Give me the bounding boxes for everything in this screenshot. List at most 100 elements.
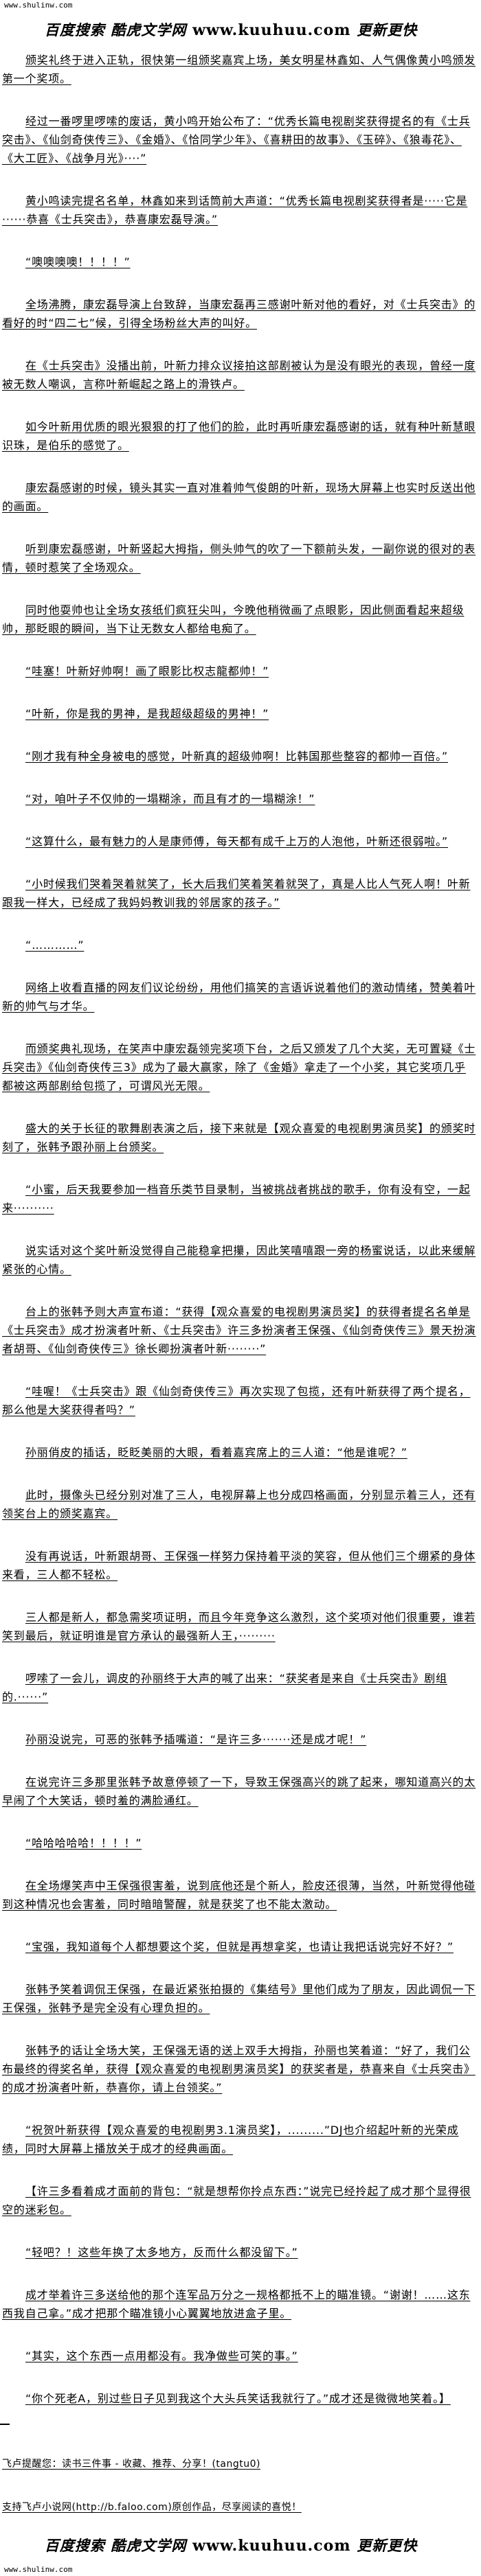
paragraph: 张韩予笑着调侃王保强，在最近紧张拍摄的《集结号》里他们成为了朋友，因此调侃一下王… <box>2 1980 476 2017</box>
paragraph-text: 经过一番啰里啰嗦的废话，黄小鸣开始公布了：“优秀长篇电视剧奖获得提名的有《士兵突… <box>2 115 471 165</box>
paragraph: 【许三多看着成才面前的背包：“就是想帮你拎点东西：”说完已经拎起了成才那个显得很… <box>2 2182 476 2219</box>
banner-slogan: 更新更快 <box>357 2537 418 2554</box>
paragraph-text: 黄小鸣读完提名名单，林鑫如来到话筒前大声道：“优秀长篇电视剧奖获得者是·····… <box>2 194 468 226</box>
paragraph: 在说完许三多那里张韩予故意停顿了一下，导致王保强高兴的跳了起来，哪知道高兴的太早… <box>2 1773 476 1810</box>
paragraph-text: 【许三多看着成才面前的背包：“就是想帮你拎点东西：”说完已经拎起了成才那个显得很… <box>2 2185 471 2216</box>
paragraph: 康宏磊感谢的时候，镜头其实一直对准着帅气俊朗的叶新，现场大屏幕上也实时反送出他的… <box>2 479 476 516</box>
paragraph: “哇塞！叶新好帅啊！画了眼影比权志龍都帅！” <box>2 662 476 680</box>
paragraph: 此时，摄像头已经分别对准了三人，电视屏幕上也分成四格画面，分别显示着三人，还有领… <box>2 1486 476 1523</box>
paragraph-text: “…………” <box>25 939 85 952</box>
paragraph-text: “叶新，你是我的男神，是我超级超级的男神！” <box>25 707 269 720</box>
paragraph: “这算什么，最有魅力的人是康师傅，每天都有成千上万的人泡他，叶新还很弱啦。” <box>2 832 476 851</box>
paragraph: 全场沸腾，康宏磊导演上台致辞，当康宏磊再三感谢叶新对他的看好，对《士兵突击》的看… <box>2 295 476 332</box>
banner-site-name: 酷虎文学网 <box>111 2537 187 2554</box>
paragraph: “宝强，我知道每个人都想要这个奖，但就是再想拿奖，也请让我把话说完好不好？” <box>2 1937 476 1956</box>
paragraph-text: “你个死老A，别过些日子见到我这个大头兵笑话我就行了。”成才还是微微地笑着。】 <box>25 2392 451 2405</box>
paragraph: “对，咱叶子不仅帅的一塌糊涂，而且有才的一塌糊涂！” <box>2 790 476 808</box>
paragraph: “轻吧？！这些年换了太多地方，反而什么都没留下。” <box>2 2243 476 2262</box>
paragraph-text: 在《士兵突击》没播出前，叶新力排众议接拍这部剧被认为是没有眼光的表现，曾经一度被… <box>2 359 476 391</box>
paragraph: “哈哈哈哈哈！！！！” <box>2 1834 476 1852</box>
paragraph: “叶新，你是我的男神，是我超级超级的男神！” <box>2 704 476 723</box>
banner-domain: www.kuuhuu.com <box>192 2537 351 2555</box>
paragraph-text: “轻吧？！这些年换了太多地方，反而什么都没留下。” <box>25 2246 298 2259</box>
paragraph-text: 张韩予的话让全场大笑，王保强无语的送上双手大拇指，孙丽也笑着道：“好了，我们公布… <box>2 2044 476 2094</box>
paragraph: 而颁奖典礼现场，在笑声中康宏磊领完奖项下台，之后又颁发了几个大奖，无可置疑《士兵… <box>2 1039 476 1095</box>
paragraph-text: 盛大的关于长征的歌舞剧表演之后，接下来就是【观众喜爱的电视剧男演员奖】的颁奖时刻… <box>2 1122 476 1153</box>
paragraph: 啰嗦了一会儿，调皮的孙丽终于大声的喊了出来：“获奖者是来自《士兵突击》剧组的.·… <box>2 1669 476 1706</box>
paragraph-text: 台上的张韩予则大声宣布道：“获得【观众喜爱的电视剧男演员奖】的获得者提名名单是《… <box>2 1305 476 1355</box>
paragraph: “祝贺叶新获得【观众喜爱的电视剧男3.1演员奖】，.........”DJ也介绍… <box>2 2121 476 2158</box>
chapter-content: 颁奖礼终于进入正轨，很快第一组颁奖嘉宾上场，美女明星林鑫如、人气偶像黄小鸣颁发第… <box>2 51 476 2432</box>
paragraph-text: 孙丽俏皮的插话，眨眨美丽的大眼，看着嘉宾席上的三人道：“他是谁呢？” <box>25 1446 407 1459</box>
footer-reminder: 飞卢提醒您：读书三件事 - 收藏、推荐、分享！(tangtu0) <box>2 2459 260 2470</box>
paragraph-text: “小蜜，后天我要参加一档音乐类节目录制，当被挑战者挑战的歌手，你有没有空，一起来… <box>2 1183 471 1215</box>
paragraph: “其实，这个东西一点用都没有。我净做些可笑的事。” <box>2 2347 476 2365</box>
paragraph-text: “哈哈哈哈哈！！！！” <box>25 1837 142 1850</box>
paragraph: 孙丽没说完，可恶的张韩予插嘴道：“是许三多·······还是成才呢！” <box>2 1730 476 1749</box>
banner-search-text: 百度搜索 <box>44 2537 105 2554</box>
paragraph-text: 没有再说话，叶新跟胡哥、王保强一样努力保持着平淡的笑容，但从他们三个绷紧的身体来… <box>2 1550 476 1581</box>
banner-search-text: 百度搜索 <box>44 21 105 38</box>
paragraph: “小蜜，后天我要参加一档音乐类节目录制，当被挑战者挑战的歌手，你有没有空，一起来… <box>2 1180 476 1217</box>
paragraph-text: “小时候我们哭着哭着就笑了，长大后我们笑着笑着就哭了，真是人比人气死人啊！叶新跟… <box>2 877 471 909</box>
paragraph: 经过一番啰里啰嗦的废话，黄小鸣开始公布了：“优秀长篇电视剧奖获得提名的有《士兵突… <box>2 112 476 168</box>
paragraph-text: “噢噢噢噢！！！！” <box>25 255 131 268</box>
paragraph: 同时他耍帅也让全场女孩纸们疯狂尖叫，今晚他稍微画了点眼影，因此侧面看起来超级帅，… <box>2 601 476 638</box>
paragraph-text: “刚才我有种全身被电的感觉，叶新真的超级帅啊！比韩国那些整容的都帅一百倍。” <box>25 750 448 763</box>
paragraph: 在全场爆笑声中王保强很害羞，说到底他还是个新人，脸皮还很薄，当然，叶新觉得他碰到… <box>2 1876 476 1913</box>
paragraph-text: 听到康宏磊感谢，叶新竖起大拇指，侧头帅气的吹了一下额前头发，一副你说的很对的表情… <box>2 542 476 574</box>
paragraph: “…………” <box>2 936 476 954</box>
paragraph-text: 而颁奖典礼现场，在笑声中康宏磊领完奖项下台，之后又颁发了几个大奖，无可置疑《士兵… <box>2 1042 476 1092</box>
paragraph: “哇喔！《士兵突击》跟《仙剑奇侠传三》再次实现了包揽，还有叶新获得了两个提名，那… <box>2 1382 476 1419</box>
paragraph: 黄小鸣读完提名名单，林鑫如来到话筒前大声道：“优秀长篇电视剧奖获得者是·····… <box>2 192 476 229</box>
paragraph: 台上的张韩予则大声宣布道：“获得【观众喜爱的电视剧男演员奖】的获得者提名名单是《… <box>2 1302 476 1358</box>
paragraph-text: 同时他耍帅也让全场女孩纸们疯狂尖叫，今晚他稍微画了点眼影，因此侧面看起来超级帅，… <box>2 603 465 635</box>
paragraph-text: “哇塞！叶新好帅啊！画了眼影比权志龍都帅！” <box>25 665 269 678</box>
banner-site-name: 酷虎文学网 <box>111 21 187 38</box>
paragraph-text: 说实话对这个奖叶新没觉得自己能稳拿把攥，因此笑嘻嘻跟一旁的杨蜜说话，以此来缓解紧… <box>2 1244 476 1276</box>
paragraph-text: 全场沸腾，康宏磊导演上台致辞，当康宏磊再三感谢叶新对他的看好，对《士兵突击》的看… <box>2 298 476 330</box>
banner-domain: www.kuuhuu.com <box>192 21 351 39</box>
paragraph: 张韩予的话让全场大笑，王保强无语的送上双手大拇指，孙丽也笑着道：“好了，我们公布… <box>2 2041 476 2097</box>
paragraph-text: “这算什么，最有魅力的人是康师傅，每天都有成千上万的人泡他，叶新还很弱啦。” <box>25 835 448 848</box>
paragraph-text: 网络上收看直播的网友们议论纷纷，用他们搞笑的言语诉说着他们的激动情绪，赞美着叶新… <box>2 981 476 1013</box>
paragraph-text: “其实，这个东西一点用都没有。我净做些可笑的事。” <box>25 2349 298 2362</box>
paragraph: 颁奖礼终于进入正轨，很快第一组颁奖嘉宾上场，美女明星林鑫如、人气偶像黄小鸣颁发第… <box>2 51 476 88</box>
paragraph: “小时候我们哭着哭着就笑了，长大后我们笑着笑着就哭了，真是人比人气死人啊！叶新跟… <box>2 875 476 912</box>
paragraph: 说实话对这个奖叶新没觉得自己能稳拿把攥，因此笑嘻嘻跟一旁的杨蜜说话，以此来缓解紧… <box>2 1241 476 1278</box>
paragraph-text: 成才举着许三多送给他的那个连军品万分之一规格都抵不上的瞄准镜。“谢谢！……这东西… <box>2 2288 471 2320</box>
paragraph-text: 三人都是新人，都急需奖项证明，而且今年竞争这么激烈，这个奖项对他们很重要，谁若笑… <box>2 1611 476 1642</box>
banner-slogan: 更新更快 <box>357 21 418 38</box>
paragraph: 网络上收看直播的网友们议论纷纷，用他们搞笑的言语诉说着他们的激动情绪，赞美着叶新… <box>2 978 476 1015</box>
chapter-end-mark <box>0 2424 10 2425</box>
paragraph-text: 孙丽没说完，可恶的张韩予插嘴道：“是许三多·······还是成才呢！” <box>25 1733 367 1746</box>
paragraph-text: 如今叶新用优质的眼光狠狠的打了他们的脸，此时再听康宏磊感谢的话，就有种叶新慧眼识… <box>2 420 476 452</box>
paragraph-text: “哇喔！《士兵突击》跟《仙剑奇侠传三》再次实现了包揽，还有叶新获得了两个提名，那… <box>2 1385 471 1416</box>
paragraph-text: “宝强，我知道每个人都想要这个奖，但就是再想拿奖，也请让我把话说完好不好？” <box>25 1940 454 1953</box>
paragraph: “噢噢噢噢！！！！” <box>2 253 476 271</box>
paragraph-text: 张韩予笑着调侃王保强，在最近紧张拍摄的《集结号》里他们成为了朋友，因此调侃一下王… <box>2 1983 476 2014</box>
site-banner-top[interactable]: 百度搜索 酷虎文学网 www.kuuhuu.com 更新更快 <box>25 19 437 40</box>
paragraph: 没有再说话，叶新跟胡哥、王保强一样努力保持着平淡的笑容，但从他们三个绷紧的身体来… <box>2 1547 476 1584</box>
site-banner-bottom[interactable]: 百度搜索 酷虎文学网 www.kuuhuu.com 更新更快 <box>25 2535 437 2555</box>
site-url-bottom: www.shulinw.com <box>4 2565 73 2574</box>
paragraph-text: “祝贺叶新获得【观众喜爱的电视剧男3.1演员奖】，.........”DJ也介绍… <box>2 2124 459 2155</box>
paragraph: 在《士兵突击》没播出前，叶新力排众议接拍这部剧被认为是没有眼光的表现，曾经一度被… <box>2 356 476 393</box>
paragraph-text: 啰嗦了一会儿，调皮的孙丽终于大声的喊了出来：“获奖者是来自《士兵突击》剧组的.·… <box>2 1672 447 1703</box>
paragraph-text: 此时，摄像头已经分别对准了三人，电视屏幕上也分成四格画面，分别显示着三人，还有领… <box>2 1488 476 1520</box>
paragraph: 孙丽俏皮的插话，眨眨美丽的大眼，看着嘉宾席上的三人道：“他是谁呢？” <box>2 1443 476 1462</box>
paragraph: 盛大的关于长征的歌舞剧表演之后，接下来就是【观众喜爱的电视剧男演员奖】的颁奖时刻… <box>2 1119 476 1156</box>
paragraph: “你个死老A，别过些日子见到我这个大头兵笑话我就行了。”成才还是微微地笑着。】 <box>2 2389 476 2408</box>
paragraph: 成才举着许三多送给他的那个连军品万分之一规格都抵不上的瞄准镜。“谢谢！……这东西… <box>2 2286 476 2323</box>
paragraph: 如今叶新用优质的眼光狠狠的打了他们的脸，此时再听康宏磊感谢的话，就有种叶新慧眼识… <box>2 417 476 455</box>
site-url-top: www.shulinw.com <box>4 1 73 10</box>
paragraph-text: 在说完许三多那里张韩予故意停顿了一下，导致王保强高兴的跳了起来，哪知道高兴的太早… <box>2 1775 476 1807</box>
footer-support-link[interactable]: 支持飞卢小说网(http://b.faloo.com)原创作品，尽享阅读的喜悦！ <box>2 2502 302 2513</box>
paragraph: 听到康宏磊感谢，叶新竖起大拇指，侧头帅气的吹了一下额前头发，一副你说的很对的表情… <box>2 540 476 577</box>
paragraph-text: 康宏磊感谢的时候，镜头其实一直对准着帅气俊朗的叶新，现场大屏幕上也实时反送出他的… <box>2 481 476 513</box>
paragraph: 三人都是新人，都急需奖项证明，而且今年竞争这么激烈，这个奖项对他们很重要，谁若笑… <box>2 1608 476 1645</box>
paragraph-text: 颁奖礼终于进入正轨，很快第一组颁奖嘉宾上场，美女明星林鑫如、人气偶像黄小鸣颁发第… <box>2 54 476 85</box>
paragraph: “刚才我有种全身被电的感觉，叶新真的超级帅啊！比韩国那些整容的都帅一百倍。” <box>2 747 476 766</box>
paragraph-text: “对，咱叶子不仅帅的一塌糊涂，而且有才的一塌糊涂！” <box>25 792 315 805</box>
paragraph-text: 在全场爆笑声中王保强很害羞，说到底他还是个新人，脸皮还很薄，当然，叶新觉得他碰到… <box>2 1879 476 1911</box>
